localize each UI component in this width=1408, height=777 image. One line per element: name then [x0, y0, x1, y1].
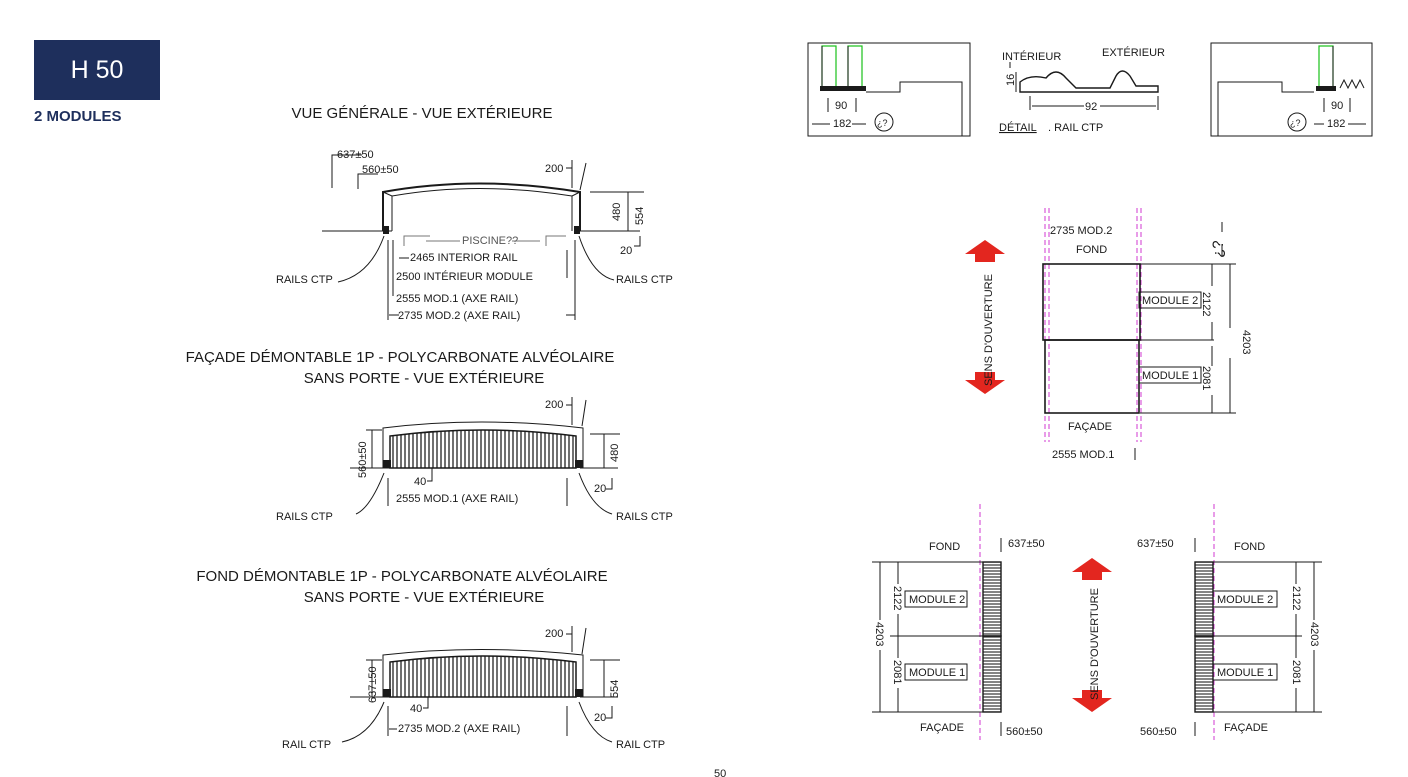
vg-piscine: PISCINE?? [462, 235, 518, 247]
plan-top-dim: 2735 MOD.2 [1050, 225, 1112, 237]
modules-subtitle: 2 MODULES [34, 108, 122, 125]
sl-dim-560: 560±50 [1006, 726, 1043, 738]
fond-dim-554: 554 [609, 680, 621, 698]
facade-dim-560: 560±50 [357, 441, 369, 478]
facade-dim-200: 200 [545, 399, 563, 411]
fond-dim-20: 20 [594, 712, 606, 724]
detail-dim-92: 92 [1085, 101, 1097, 113]
sr-dim-2081: 2081 [1290, 660, 1302, 684]
detail-right-90: 90 [1331, 100, 1343, 112]
detail-dim-16: 16 [1005, 74, 1017, 86]
detail-label: DÉTAIL [999, 121, 1037, 134]
sl-dim-637: 637±50 [1008, 538, 1045, 550]
plan-q: ¿? [1211, 240, 1228, 258]
vg-dim-637: 637±50 [337, 149, 374, 161]
plan-dim-2081: 2081 [1200, 366, 1212, 390]
vue-generale: VUE GÉNÉRALE - VUE EXTÉRIEURE 637±50 560… [276, 105, 673, 322]
sr-dim-4203: 4203 [1308, 622, 1320, 646]
fond-view: FOND DÉMONTABLE 1P - POLYCARBONATE ALVÉO… [196, 568, 665, 751]
facade-title-1: FAÇADE DÉMONTABLE 1P - POLYCARBONATE ALV… [186, 349, 615, 366]
vg-mod1: 2555 MOD.1 (AXE RAIL) [396, 293, 518, 305]
detail-interieur: INTÉRIEUR [1002, 50, 1061, 63]
vg-rails-left: RAILS CTP [276, 274, 333, 286]
sr-dim-637: 637±50 [1137, 538, 1174, 550]
detail-exterieur: EXTÉRIEUR [1102, 46, 1165, 59]
plan-dim-2122: 2122 [1200, 292, 1212, 316]
facade-dim-40: 40 [414, 476, 426, 488]
vg-dim-20: 20 [620, 245, 632, 257]
sl-module1: MODULE 1 [909, 667, 965, 679]
facade-dim-480: 480 [609, 444, 621, 462]
plan-dim-4203: 4203 [1240, 330, 1252, 354]
vg-dim-554: 554 [634, 207, 646, 225]
mid-sens: SENS D'OUVERTURE [1089, 588, 1101, 700]
sr-dim-560: 560±50 [1140, 726, 1177, 738]
vg-rail-2465: 2465 INTERIOR RAIL [410, 252, 518, 264]
vg-rails-right: RAILS CTP [616, 274, 673, 286]
sl-dim-2122: 2122 [891, 586, 903, 610]
fond-rail-right: RAIL CTP [616, 739, 665, 751]
fond-dim-40: 40 [410, 703, 422, 715]
sl-facade: FAÇADE [920, 722, 964, 734]
plan-view: 2735 MOD.2 FOND ¿? MODULE 2 2122 MODULE … [965, 208, 1252, 461]
sr-module1: MODULE 1 [1217, 667, 1273, 679]
detail-left-q: ¿? [877, 118, 888, 128]
side-left-view: FOND 637±50 MODULE 2 MODULE 1 2122 2081 … [872, 504, 1045, 740]
facade-mod1: 2555 MOD.1 (AXE RAIL) [396, 493, 518, 505]
vg-mod2: 2735 MOD.2 (AXE RAIL) [398, 310, 520, 322]
detail-right-box: 90 182 ¿? [1210, 42, 1373, 137]
vg-dim-200: 200 [545, 163, 563, 175]
detail-left-90: 90 [835, 100, 847, 112]
sens-ouverture-mid: SENS D'OUVERTURE [1072, 558, 1112, 712]
sr-facade: FAÇADE [1224, 722, 1268, 734]
sl-dim-4203: 4203 [873, 622, 885, 646]
facade-rails-right: RAILS CTP [616, 511, 673, 523]
fond-dim-200: 200 [545, 628, 563, 640]
facade-rails-left: RAILS CTP [276, 511, 333, 523]
fond-title-2: SANS PORTE - VUE EXTÉRIEURE [304, 589, 545, 606]
detail-right-182: 182 [1327, 118, 1345, 130]
plan-module1: MODULE 1 [1142, 370, 1198, 382]
detail-left-182: 182 [833, 118, 851, 130]
sr-module2: MODULE 2 [1217, 594, 1273, 606]
sr-fond: FOND [1234, 541, 1265, 553]
plan-fond: FOND [1076, 244, 1107, 256]
detail-rail-profile: INTÉRIEUR EXTÉRIEUR 16 92 DÉTAIL . RAIL … [999, 46, 1165, 134]
plan-module2: MODULE 2 [1142, 295, 1198, 307]
detail-left-box: 90 182 ¿? [807, 42, 971, 137]
sl-dim-2081: 2081 [891, 660, 903, 684]
side-right-view: 637±50 FOND MODULE 2 MODULE 1 2122 2081 … [1137, 504, 1322, 740]
vg-rail-2500: 2500 INTÉRIEUR MODULE [396, 270, 533, 283]
fond-mod2: 2735 MOD.2 (AXE RAIL) [398, 723, 520, 735]
sl-module2: MODULE 2 [909, 594, 965, 606]
fond-title-1: FOND DÉMONTABLE 1P - POLYCARBONATE ALVÉO… [196, 568, 607, 585]
fond-rail-left: RAIL CTP [282, 739, 331, 751]
facade-title-2: SANS PORTE - VUE EXTÉRIEURE [304, 370, 545, 387]
sl-fond: FOND [929, 541, 960, 553]
detail-rail: . RAIL CTP [1048, 122, 1103, 134]
vg-dim-480: 480 [611, 203, 623, 221]
plan-sens: SENS D'OUVERTURE [983, 274, 995, 386]
vg-dim-560: 560±50 [362, 164, 399, 176]
plan-facade: FAÇADE [1068, 421, 1112, 433]
model-badge: H 50 [34, 40, 160, 100]
plan-bottom-dim: 2555 MOD.1 [1052, 449, 1114, 461]
sr-dim-2122: 2122 [1290, 586, 1302, 610]
vue-generale-title: VUE GÉNÉRALE - VUE EXTÉRIEURE [292, 105, 553, 122]
facade-dim-20: 20 [594, 483, 606, 495]
facade-view: FAÇADE DÉMONTABLE 1P - POLYCARBONATE ALV… [186, 349, 673, 523]
detail-right-q: ¿? [1290, 118, 1301, 128]
fond-dim-637: 637±50 [367, 666, 379, 703]
page-number: 50 [714, 768, 726, 777]
